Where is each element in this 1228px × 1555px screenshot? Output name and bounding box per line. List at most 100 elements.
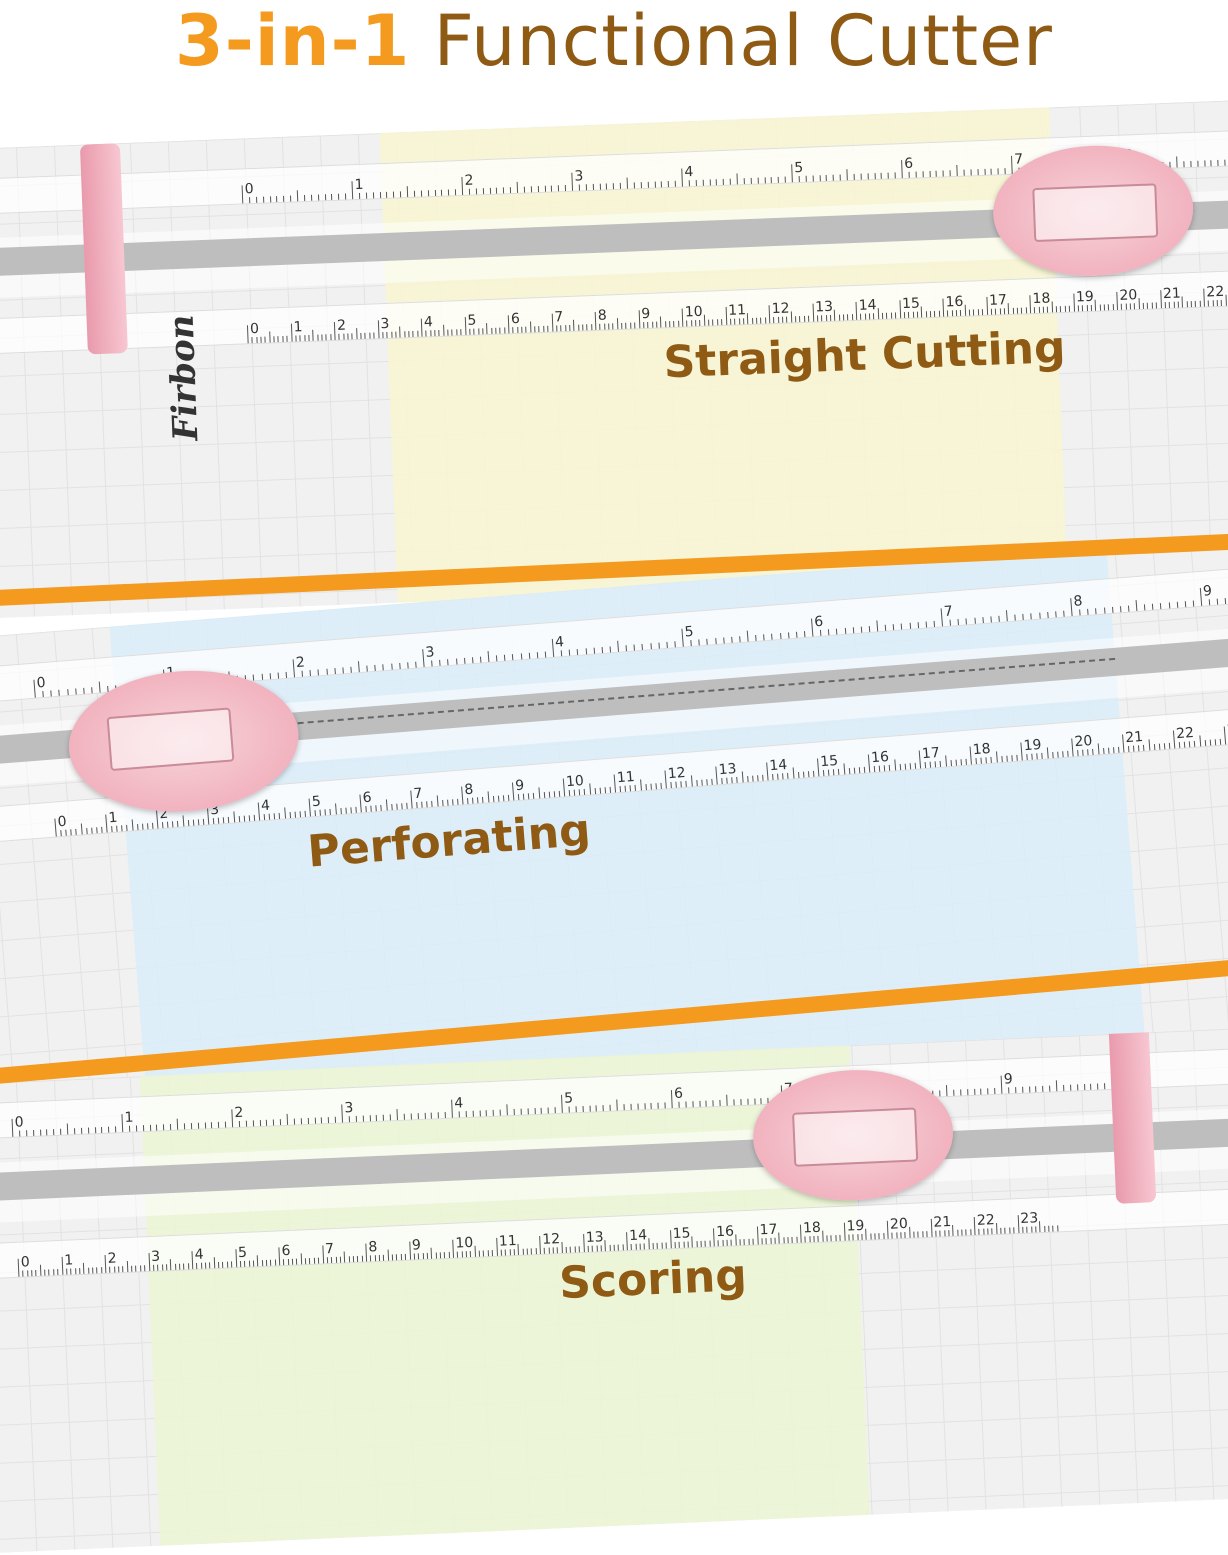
ruler-tick — [152, 1264, 155, 1271]
ruler-tick — [1223, 726, 1227, 745]
ruler-tick — [472, 1110, 474, 1117]
ruler-tick — [362, 1115, 364, 1122]
ruler-tick — [577, 648, 579, 656]
ruler-tick — [192, 819, 195, 826]
ruler-tick — [385, 799, 388, 811]
ruler-tick — [295, 335, 297, 342]
ruler-tick — [52, 1269, 55, 1276]
ruler-tick — [564, 184, 567, 192]
ruler-tick — [542, 325, 545, 332]
ruler-tick — [1199, 300, 1201, 307]
ruler-tick — [908, 171, 910, 178]
ruler-number: 22 — [1175, 724, 1195, 743]
ruler-tick — [873, 766, 876, 773]
ruler-tick — [950, 760, 952, 767]
ruler-tick — [331, 193, 333, 201]
ruler-tick — [1119, 606, 1122, 613]
ruler-tick — [1071, 738, 1074, 757]
ruler-tick — [31, 1270, 33, 1277]
ruler-tick — [664, 321, 666, 328]
ruler-tick — [1046, 611, 1049, 619]
ruler-tick — [444, 1252, 446, 1259]
ruler-tick — [377, 320, 380, 339]
ruler-tick — [455, 189, 457, 196]
ruler-tick — [622, 1244, 624, 1251]
ruler-tick — [1043, 1225, 1046, 1232]
ruler-tick — [517, 794, 520, 801]
ruler-tick — [1208, 300, 1210, 307]
ruler-tick — [657, 1102, 659, 1109]
ruler-tick — [561, 1094, 563, 1113]
ruler-tick — [584, 788, 586, 795]
ruler-tick — [413, 190, 416, 197]
ruler-tick — [930, 1218, 933, 1237]
ruler-tick — [80, 823, 83, 835]
ruler-number: 15 — [672, 1225, 691, 1243]
ruler-tick — [396, 1109, 398, 1121]
ruler-tick — [382, 1114, 385, 1121]
ruler-tick — [135, 1125, 137, 1132]
ruler-tick — [578, 789, 581, 796]
ruler-tick — [412, 330, 414, 337]
ruler-tick — [111, 826, 113, 833]
ruler-tick — [438, 329, 440, 336]
ruler-tick — [543, 792, 545, 799]
ruler-tick — [121, 825, 123, 832]
ruler-tick — [91, 687, 93, 694]
ruler-tick — [334, 668, 336, 675]
ruler-tick — [777, 316, 779, 323]
ruler-tick — [182, 815, 184, 827]
ruler-number: 3 — [380, 315, 390, 333]
ruler-tick — [964, 304, 966, 316]
ruler-tick — [463, 657, 466, 664]
ruler-tick — [1012, 307, 1014, 314]
ruler-tick — [448, 189, 450, 196]
ruler-tick — [139, 1265, 142, 1272]
ruler-tick — [416, 802, 418, 809]
ruler-tick — [604, 1240, 607, 1252]
ruler-tick — [677, 320, 679, 327]
ruler-tick — [1004, 168, 1006, 175]
ruler-tick — [301, 670, 304, 677]
ruler-tick — [26, 1270, 29, 1277]
ruler-tick — [1081, 305, 1084, 312]
ruler-tick — [869, 313, 871, 320]
ruler-tick — [334, 1116, 337, 1123]
ruler-tick — [838, 768, 840, 775]
ruler-tick — [486, 323, 488, 335]
ruler-number: 14 — [768, 756, 788, 775]
ruler-tick — [492, 1109, 495, 1116]
ruler-tick — [1094, 299, 1097, 311]
ruler-tick — [303, 195, 306, 202]
ruler-tick — [633, 182, 635, 189]
ruler-tick — [439, 659, 441, 666]
ruler-tick — [213, 1257, 216, 1269]
ruler-tick — [1214, 739, 1216, 746]
ruler-tick — [808, 315, 810, 322]
ruler-tick — [585, 184, 587, 191]
ruler-tick — [1056, 751, 1059, 758]
ruler-tick — [817, 1235, 820, 1242]
ruler-tick — [1034, 307, 1036, 314]
ruler-tick — [422, 1253, 424, 1260]
ruler-tick — [595, 1105, 598, 1112]
ruler-tick — [118, 1266, 120, 1273]
ruler-tick — [647, 321, 649, 328]
ruler-tick — [609, 1104, 611, 1111]
ruler-tick — [1208, 599, 1211, 606]
ruler-tick — [901, 160, 903, 179]
ruler-tick — [511, 782, 515, 801]
ruler-tick — [1000, 756, 1003, 763]
ruler-tick — [730, 636, 733, 643]
ruler-tick — [726, 1094, 728, 1106]
ruler-tick — [365, 1243, 368, 1262]
ruler-tick — [218, 1261, 220, 1269]
ruler-tick — [864, 313, 866, 320]
ruler-tick — [439, 1252, 441, 1259]
ruler-tick — [1092, 748, 1094, 755]
ruler-number: 6 — [281, 1242, 291, 1260]
ruler-number: 4 — [423, 314, 434, 331]
ruler-tick — [520, 1108, 522, 1115]
ruler-tick — [1128, 746, 1130, 753]
ruler-number: 5 — [311, 793, 322, 811]
